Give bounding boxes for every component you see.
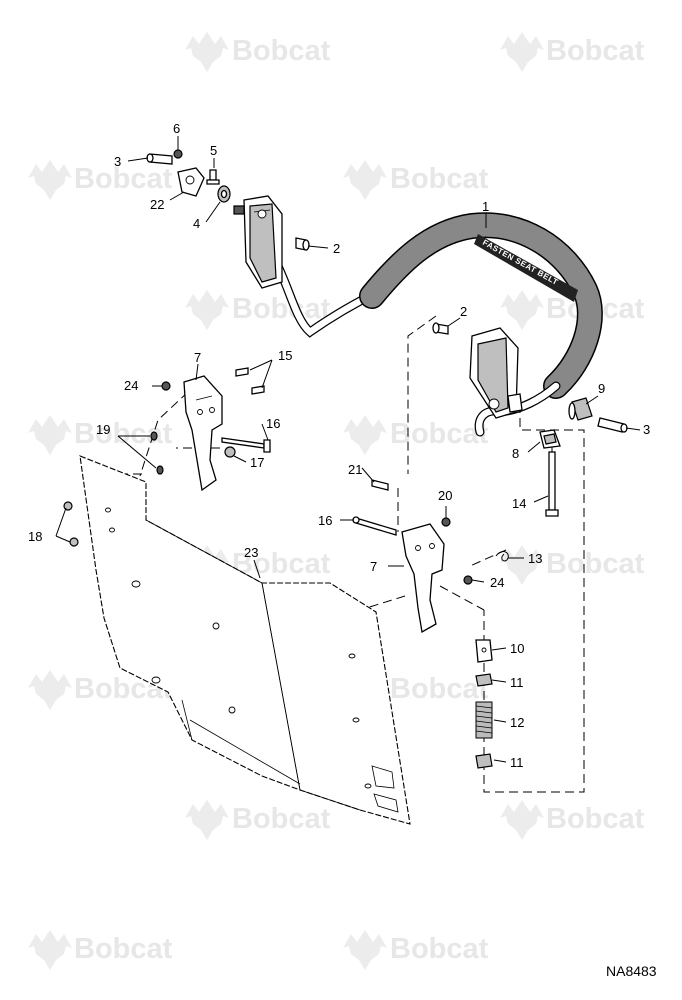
svg-text:Bobcat: Bobcat [546,35,645,67]
callout-20: 20 [438,488,452,503]
callout-10: 10 [510,641,524,656]
washer-part-4 [217,185,231,203]
watermark: Bobcat [343,930,489,970]
clip-part-8 [539,429,561,449]
retainer-part-11 [475,673,493,687]
callout-2: 2 [333,241,340,256]
svg-text:Bobcat: Bobcat [390,418,489,450]
nut-part-6 [173,149,183,159]
bolt-part-14 [545,451,559,517]
svg-text:Bobcat: Bobcat [546,548,645,580]
callout-7: 7 [194,350,201,365]
drawing-number: NA8483 [606,963,657,979]
washer-part-19 [150,431,164,475]
callout-3: 3 [114,154,121,169]
pin-part-3 [146,153,173,165]
svg-text:Bobcat: Bobcat [232,293,331,325]
callout-24: 24 [124,378,138,393]
callout-19: 19 [96,422,110,437]
svg-text:Bobcat: Bobcat [546,803,645,835]
bushing-part-2 [295,237,310,251]
nut-part-20 [441,517,451,527]
callout-18: 18 [28,529,42,544]
callout-11: 11 [510,675,524,690]
watermark: Bobcat [500,545,645,585]
callout-7: 7 [370,559,377,574]
spacer-part-9 [568,397,593,421]
screw-part-15 [235,367,265,395]
svg-text:Bobcat: Bobcat [232,35,331,67]
callout-23: 23 [244,545,258,560]
watermark: Bobcat [343,670,489,710]
svg-text:Bobcat: Bobcat [232,548,331,580]
callout-2: 2 [460,304,467,319]
callout-16: 16 [318,513,332,528]
bolt-part-16 [221,437,271,453]
callout-21: 21 [348,462,362,477]
watermark: Bobcat [343,160,489,200]
callout-9: 9 [598,381,605,396]
callouts: 3 6 5 22 4 2 1 2 9 3 8 14 7 15 24 16 17 … [28,121,650,770]
watermark: Bobcat [185,32,331,72]
panel-part-23 [79,455,411,825]
callout-12: 12 [510,715,524,730]
bolt-part-21 [371,479,389,491]
screw-part-5 [206,169,220,185]
svg-text:Bobcat: Bobcat [74,933,173,965]
watermark: Bobcat [28,160,173,200]
bolt-part-16 [352,516,397,536]
callout-3: 3 [643,422,650,437]
right-latch-bracket [469,327,523,419]
retainer-part-11 [475,753,493,769]
callout-16: 16 [266,416,280,431]
callout-5: 5 [210,143,217,158]
bushing-part-2 [432,322,449,335]
callout-4: 4 [193,216,200,231]
callout-1: 1 [482,199,489,214]
watermark: Bobcat [185,290,331,330]
callout-22: 22 [150,197,164,212]
watermark: Bobcat [185,545,331,585]
watermark: Bobcat [28,930,173,970]
watermark: Bobcat [343,415,489,455]
callout-15: 15 [278,348,292,363]
callout-6: 6 [173,121,180,136]
leader-lines [55,136,641,763]
svg-text:Bobcat: Bobcat [390,673,489,705]
callout-13: 13 [528,551,542,566]
callout-11: 11 [510,755,524,770]
svg-text:Bobcat: Bobcat [390,933,489,965]
nut-part-24 [161,381,171,391]
watermark: Bobcat [500,800,645,840]
svg-text:Bobcat: Bobcat [390,163,489,195]
callout-8: 8 [512,446,519,461]
watermark: Bobcat [185,800,331,840]
callout-17: 17 [250,455,264,470]
watermark-layer: Bobcat Bobcat Bobcat Bobcat Bobcat Bobca… [28,32,645,970]
nut-part-24 [463,575,473,585]
pin-part-3 [597,417,628,433]
mount-bracket-part-7 [401,523,445,634]
svg-text:Bobcat: Bobcat [74,163,173,195]
callout-14: 14 [512,496,526,511]
svg-text:Bobcat: Bobcat [232,803,331,835]
watermark: Bobcat [500,32,645,72]
left-latch-bracket [233,195,283,289]
nut-part-17 [224,446,236,458]
spring-part-12 [475,701,493,739]
mount-bracket-part-7 [183,375,223,492]
callout-24: 24 [490,575,504,590]
svg-text:Bobcat: Bobcat [74,418,173,450]
clevis-part-10 [475,639,493,663]
bracket-part-22 [177,167,205,197]
